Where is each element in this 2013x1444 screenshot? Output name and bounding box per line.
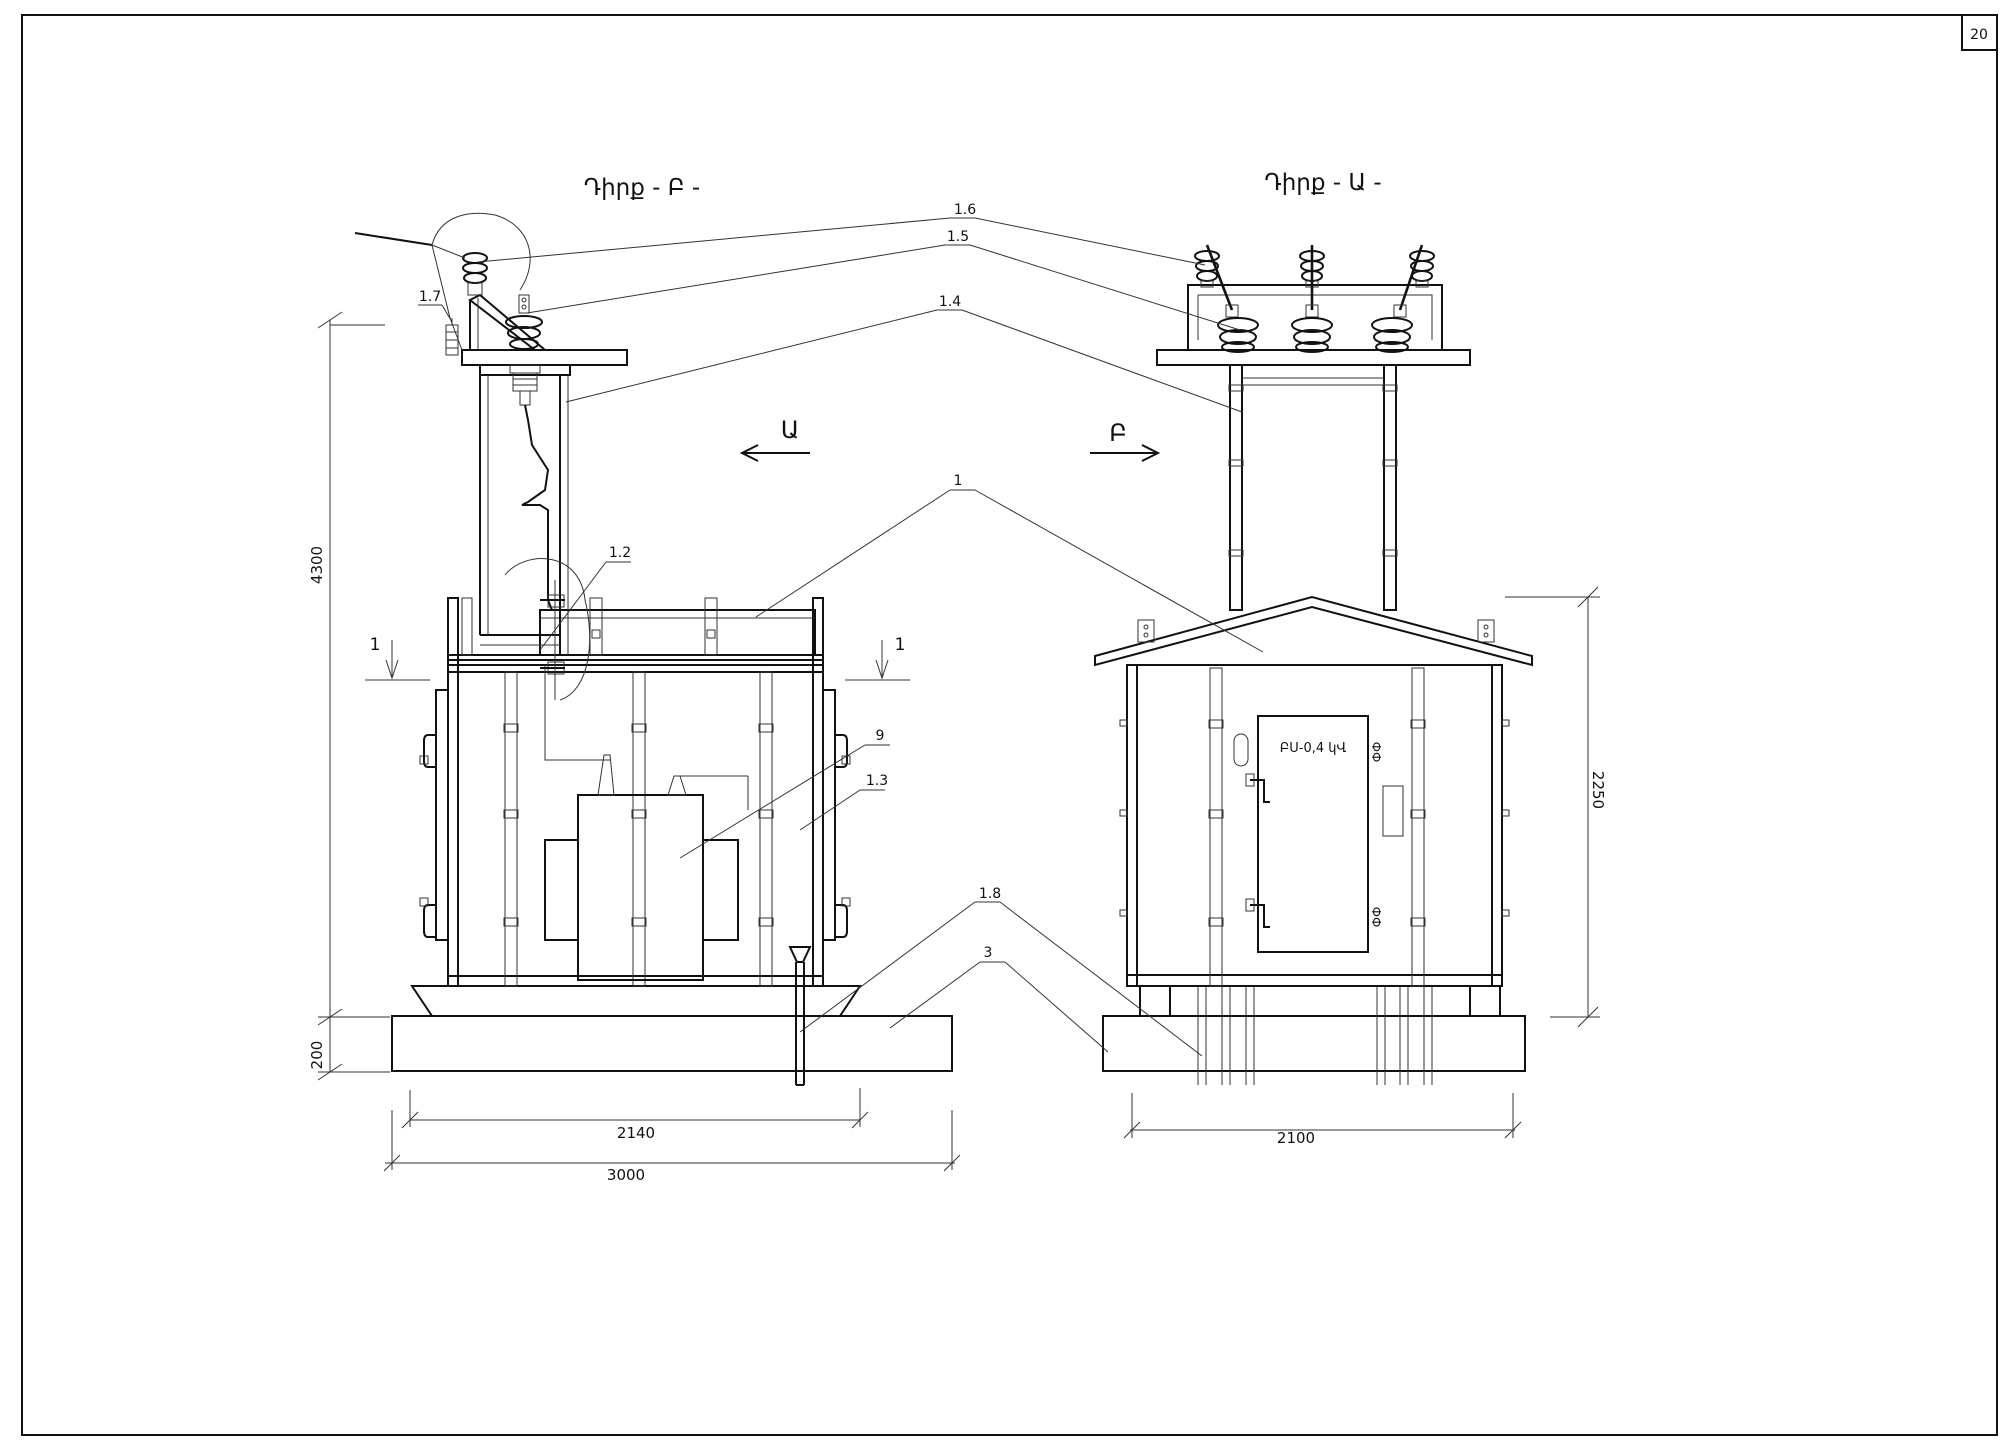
- left-dimensions: 4300 200 2140 3000: [308, 311, 961, 1184]
- left-insulator-top: [462, 252, 488, 296]
- arrow-a-label: Ա: [781, 416, 799, 444]
- dim-height-right: 2250: [1589, 771, 1607, 809]
- callout-1: 1: [954, 473, 963, 489]
- dim-width-right: 2100: [1277, 1129, 1315, 1147]
- page-number: 20: [1970, 27, 1988, 43]
- left-skid: [410, 985, 862, 1017]
- right-insulator-1: [1194, 250, 1220, 288]
- transformer-body: [577, 794, 704, 981]
- right-mast: [1229, 364, 1243, 611]
- left-foundation: [391, 1015, 953, 1072]
- earthing-rod: [788, 946, 812, 1086]
- view-arrow-b: Բ: [1090, 419, 1161, 462]
- callout-1-6: 1.6: [954, 202, 976, 218]
- left-view-title: Դիրք - Բ -: [584, 175, 700, 201]
- callout-1-5: 1.5: [947, 229, 969, 245]
- left-view: 1 1: [354, 212, 953, 1086]
- left-cabinet: [447, 659, 824, 987]
- section-mark-right: 1: [895, 635, 906, 655]
- callout-1-7: 1.7: [419, 289, 441, 305]
- dim-width-total: 3000: [607, 1166, 645, 1184]
- callout-1-3: 1.3: [866, 773, 888, 789]
- page-number-box: [1961, 14, 1998, 51]
- callout-9: 9: [876, 728, 885, 744]
- right-arrester-3: [1371, 244, 1424, 353]
- arrow-b-label: Բ: [1109, 419, 1127, 447]
- sheet-frame: [21, 14, 1998, 1436]
- section-mark-left: 1: [370, 635, 381, 655]
- svg-text:ФФ: ФФ: [1369, 907, 1383, 928]
- view-arrow-a: Ա: [739, 416, 810, 462]
- lv-panel-door: [1257, 715, 1369, 953]
- right-roof: [1094, 595, 1533, 667]
- right-insulator-3: [1409, 250, 1435, 288]
- right-view: ԲՍ-0,4 կՎ ФФ ФФ: [1094, 244, 1533, 1085]
- callout-3: 3: [984, 945, 993, 961]
- left-insulator-mid: [505, 294, 543, 350]
- right-dimensions: 2100 2250: [1123, 586, 1607, 1147]
- lv-panel-label: ԲՍ-0,4 կՎ: [1280, 741, 1347, 756]
- left-cross-arm: [461, 349, 628, 366]
- callout-1-8: 1.8: [979, 886, 1001, 902]
- right-housing: [1126, 664, 1503, 987]
- callout-1-2: 1.2: [609, 545, 631, 561]
- right-arrester-2: [1291, 245, 1333, 353]
- callout-1-4: 1.4: [939, 294, 961, 310]
- right-arrester-1: [1205, 244, 1259, 353]
- callouts: 1.6 1.5 1.4 1.7 1 1.2 9 1.3: [418, 202, 1264, 1057]
- dim-height-total: 4300: [308, 546, 326, 584]
- dim-height-base: 200: [308, 1041, 326, 1070]
- dim-width-inner: 2140: [617, 1124, 655, 1142]
- right-view-title: Դիրք - Ա -: [1264, 170, 1381, 196]
- right-foundation: [1102, 1015, 1526, 1072]
- svg-text:ФФ: ФФ: [1369, 742, 1383, 763]
